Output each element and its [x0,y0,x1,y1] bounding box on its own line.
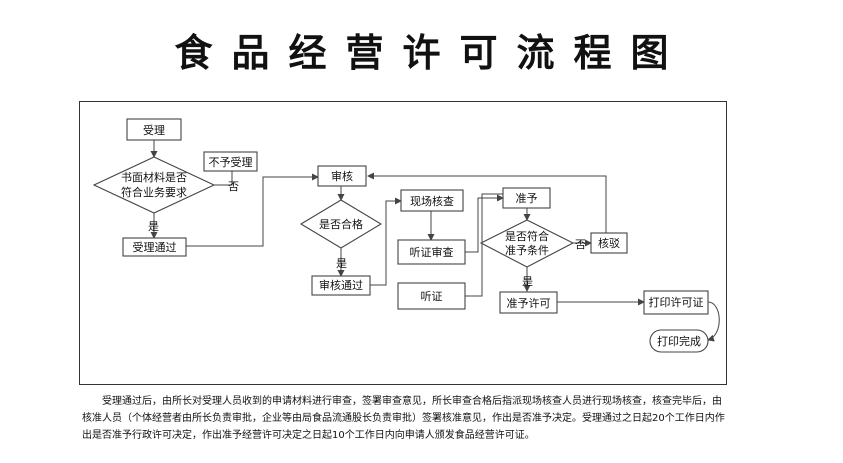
yes-label-1: 是 [148,220,159,233]
no-label-1: 否 [228,180,239,193]
node-accepted: 受理通过 [122,237,187,257]
node-site-check-label: 现场核查 [410,194,454,208]
node-hearing-review-label: 听证审查 [410,245,454,259]
materials-q-line2: 符合业务要求 [121,185,187,199]
page-title: 食品经营许可流程图 [174,31,688,75]
node-review: 审核 [317,165,367,187]
approve-q-line1: 是否符合 [505,229,549,243]
node-review-passed: 审核通过 [311,275,371,296]
node-print-permit: 打印许可证 [643,290,709,315]
node-permit-label: 准予许可 [507,297,551,310]
node-print-permit-label: 打印许可证 [649,295,704,309]
qualified-q-label: 是否合格 [319,217,363,231]
process-description: 受理通过后，由所长对受理人员收到的申请材料进行审查，签署审查意见，所长审查合格后… [82,396,725,441]
connectors [150,140,720,342]
node-reject-label: 不予受理 [209,156,253,169]
node-review-label: 审核 [331,169,353,183]
node-hearing-label: 听证 [421,290,443,303]
yes-label-2: 是 [336,257,347,270]
node-permit: 准予许可 [499,291,558,314]
node-accepted-label: 受理通过 [133,241,177,254]
node-approve-decision: 是否符合 准予条件 [479,219,575,268]
node-site-check: 现场核查 [400,189,464,212]
materials-q-line1: 书面材料是否 [121,170,187,184]
approve-q-line2: 准予条件 [505,243,549,257]
node-hearing-review: 听证审查 [397,239,466,265]
node-print-done-label: 打印完成 [657,334,701,348]
node-materials-decision: 书面材料是否 符合业务要求 [92,156,216,214]
node-print-done: 打印完成 [649,329,709,353]
node-qualified-decision: 是否合格 [299,199,383,249]
node-accept-label: 受理 [143,124,165,137]
node-approve: 准予 [502,187,551,209]
node-review-passed-label: 审核通过 [319,278,363,292]
node-accept: 受理 [126,118,182,141]
node-reject2-label: 核驳 [598,236,620,250]
node-hearing: 听证 [397,282,466,310]
flowchart-frame [79,101,727,385]
node-reject: 不予受理 [203,151,258,172]
yes-label-3: 是 [522,275,533,288]
no-label-2: 否 [575,238,586,251]
node-reject2: 核驳 [590,232,628,254]
node-approve-label: 准予 [516,192,538,205]
